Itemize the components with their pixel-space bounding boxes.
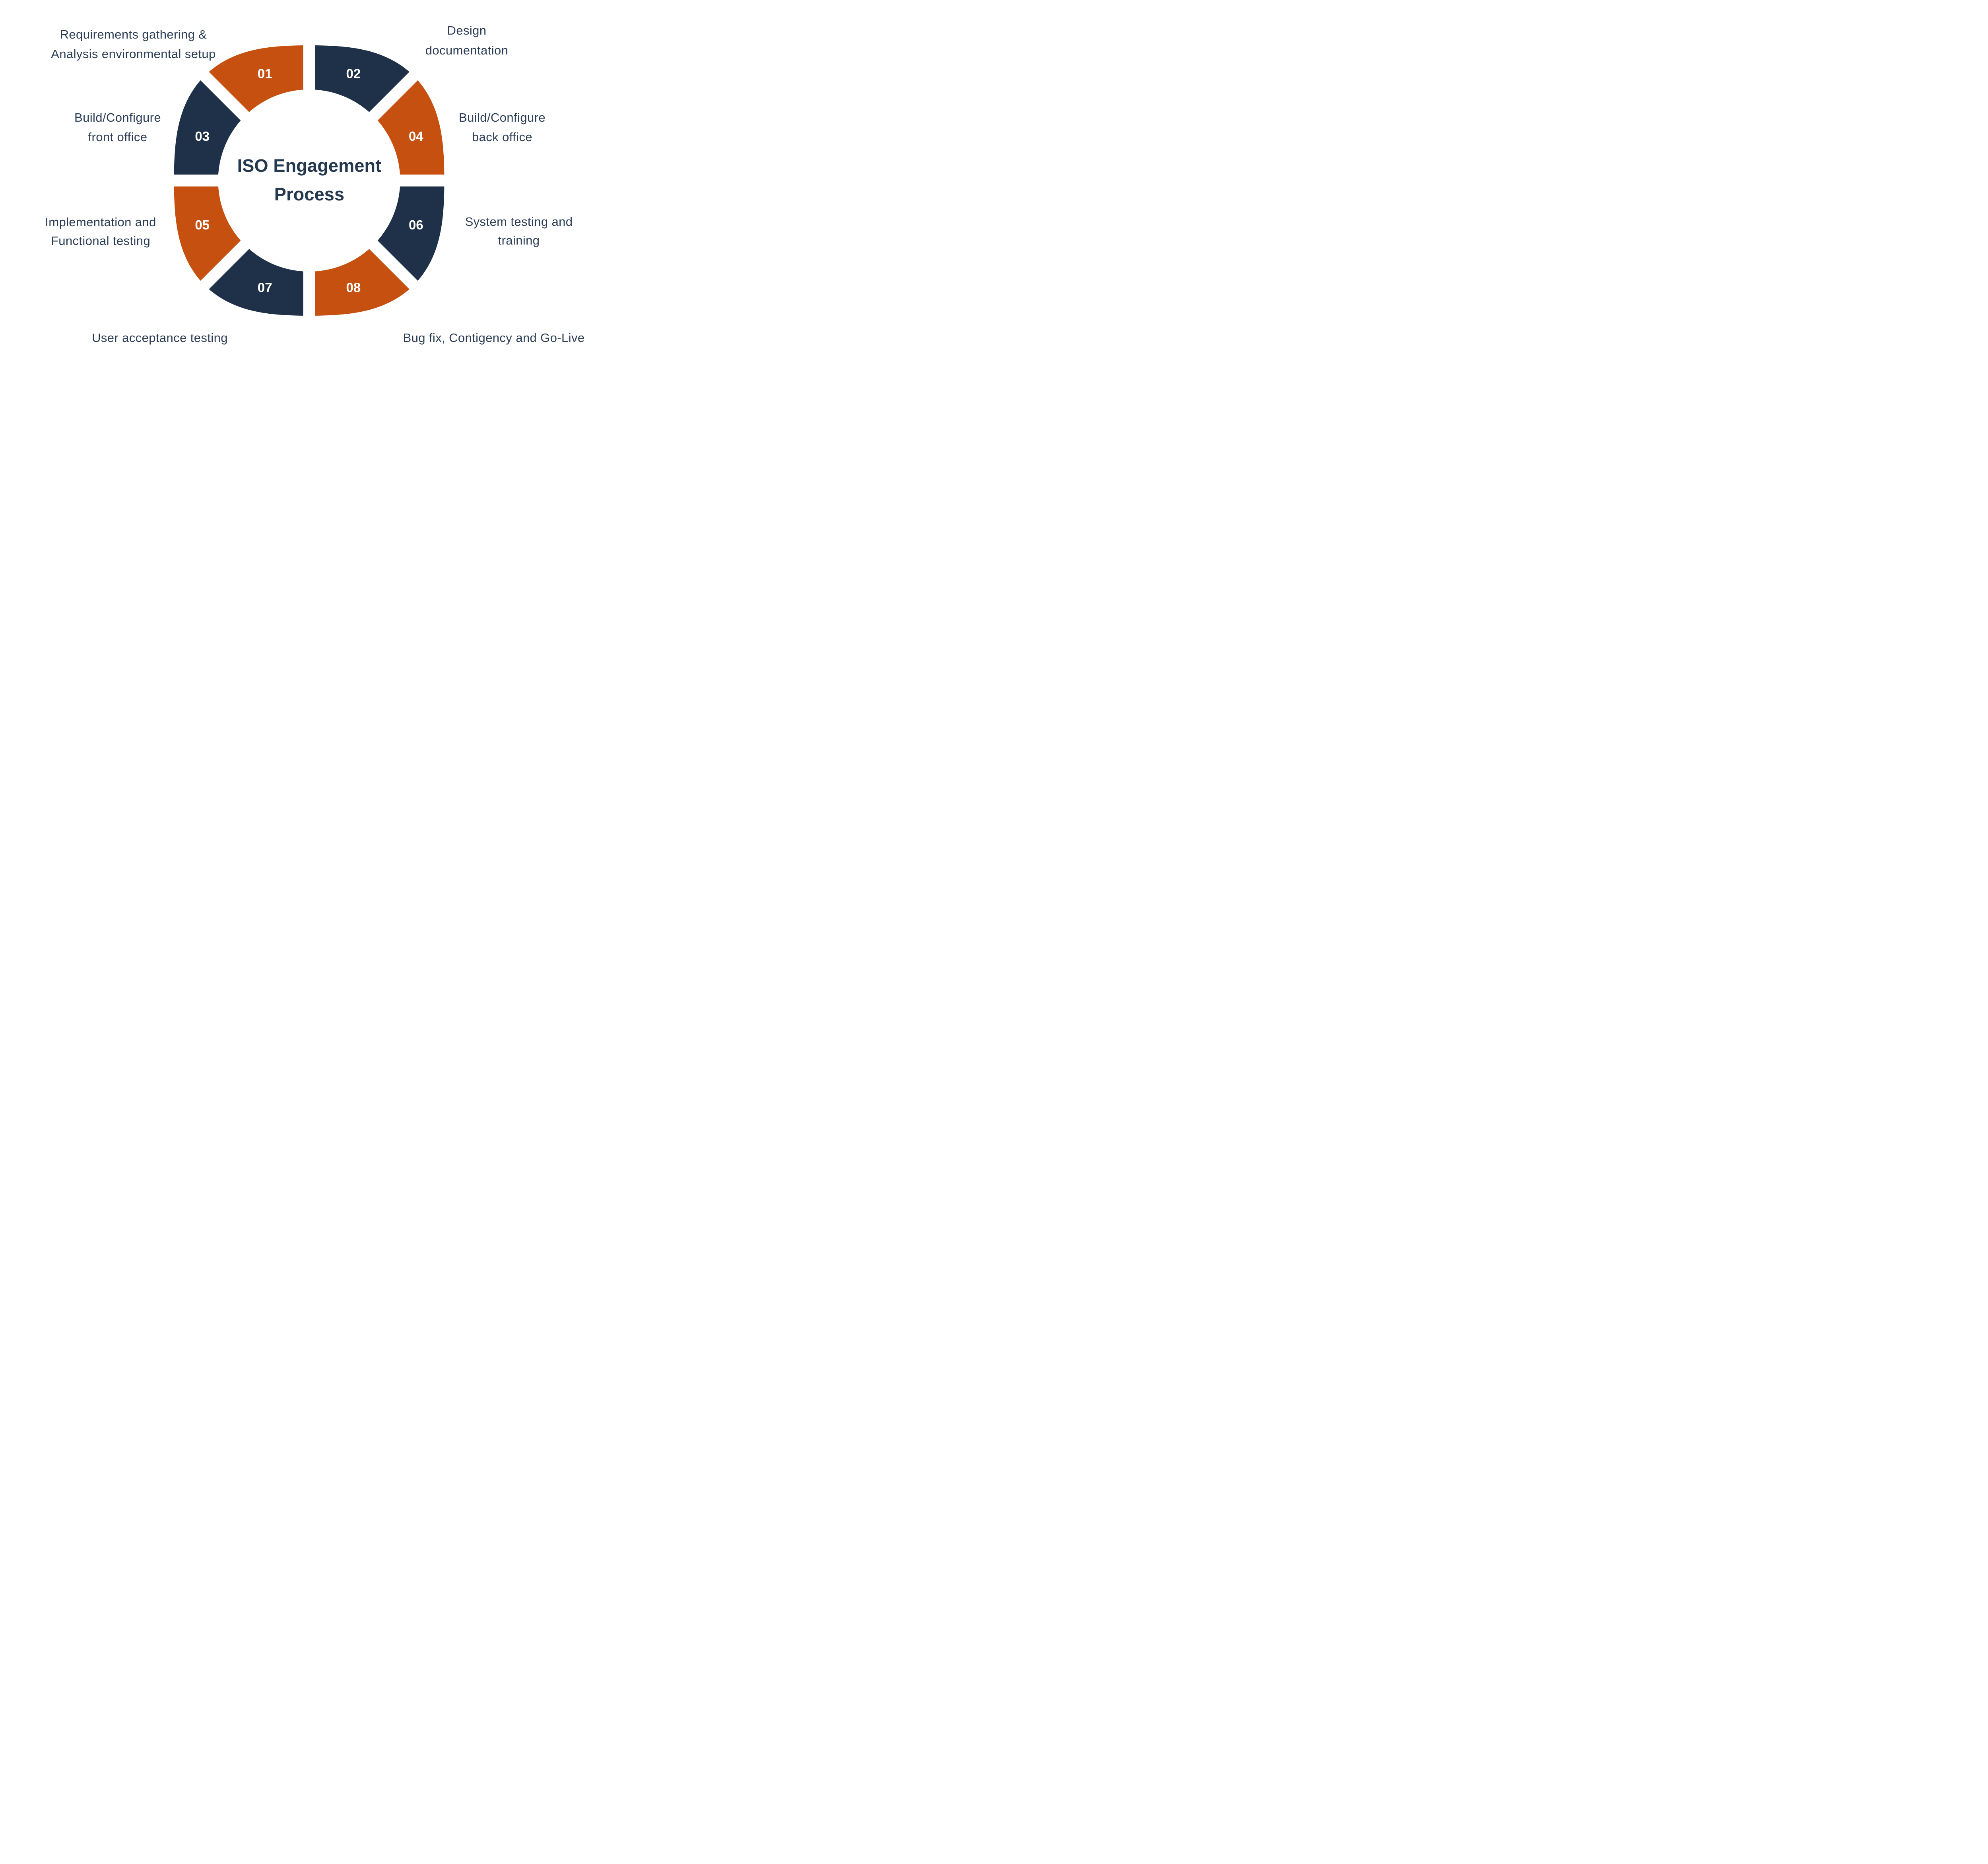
step-label-08-line1: Bug fix, Contigency and Go-Live	[403, 331, 585, 345]
step-label-06: System testing and training	[443, 212, 594, 250]
step-label-04-line1: Build/Configure	[459, 111, 546, 124]
segment-number-06: 06	[409, 217, 423, 232]
step-label-05-line1: Implementation and	[45, 215, 156, 229]
step-label-02-line1: Design	[447, 23, 487, 37]
segment-number-03: 03	[195, 129, 210, 144]
step-label-04-line2: back office	[472, 130, 533, 144]
step-label-02-line2: documentation	[425, 43, 509, 57]
step-label-01: Requirements gathering & Analysis enviro…	[29, 25, 238, 64]
segment-number-02: 02	[346, 66, 361, 81]
diagram-title-line2: Process	[274, 184, 345, 204]
diagram-title: ISO Engagement Process	[208, 151, 411, 209]
step-label-04: Build/Configure back office	[427, 108, 578, 147]
segment-number-08: 08	[346, 280, 361, 295]
step-label-08: Bug fix, Contigency and Go-Live	[379, 328, 609, 348]
segment-gap-7	[192, 63, 256, 127]
step-label-05-line2: Functional testing	[50, 234, 151, 248]
step-label-01-line1: Requirements gathering &	[60, 27, 207, 41]
step-label-07-line1: User acceptance testing	[92, 331, 228, 345]
diagram-canvas: 01 02 03 04 05 06 07 08 Requirements gathering …	[0, 0, 621, 373]
step-label-03: Build/Configure front office	[42, 108, 193, 147]
step-label-07: User acceptance testing	[70, 328, 249, 348]
segment-gap-3	[362, 234, 427, 298]
step-label-03-line2: front office	[88, 130, 148, 144]
segment-gap-5	[192, 234, 256, 298]
segment-number-01: 01	[258, 66, 272, 81]
segment-number-04: 04	[409, 129, 423, 144]
step-label-06-line2: training	[498, 233, 540, 247]
step-label-03-line1: Build/Configure	[74, 111, 161, 124]
step-label-05: Implementation and Functional testing	[25, 213, 176, 250]
segment-gap-1	[362, 63, 427, 127]
segment-number-07: 07	[258, 280, 272, 295]
segment-number-05: 05	[195, 217, 210, 232]
step-label-06-line1: System testing and	[465, 215, 573, 229]
process-ring-svg: 01 02 03 04 05 06 07 08	[149, 21, 469, 340]
diagram-title-line1: ISO Engagement	[237, 155, 382, 176]
step-label-02: Design documentation	[387, 21, 546, 60]
step-label-01-line2: Analysis environmental setup	[51, 47, 216, 61]
